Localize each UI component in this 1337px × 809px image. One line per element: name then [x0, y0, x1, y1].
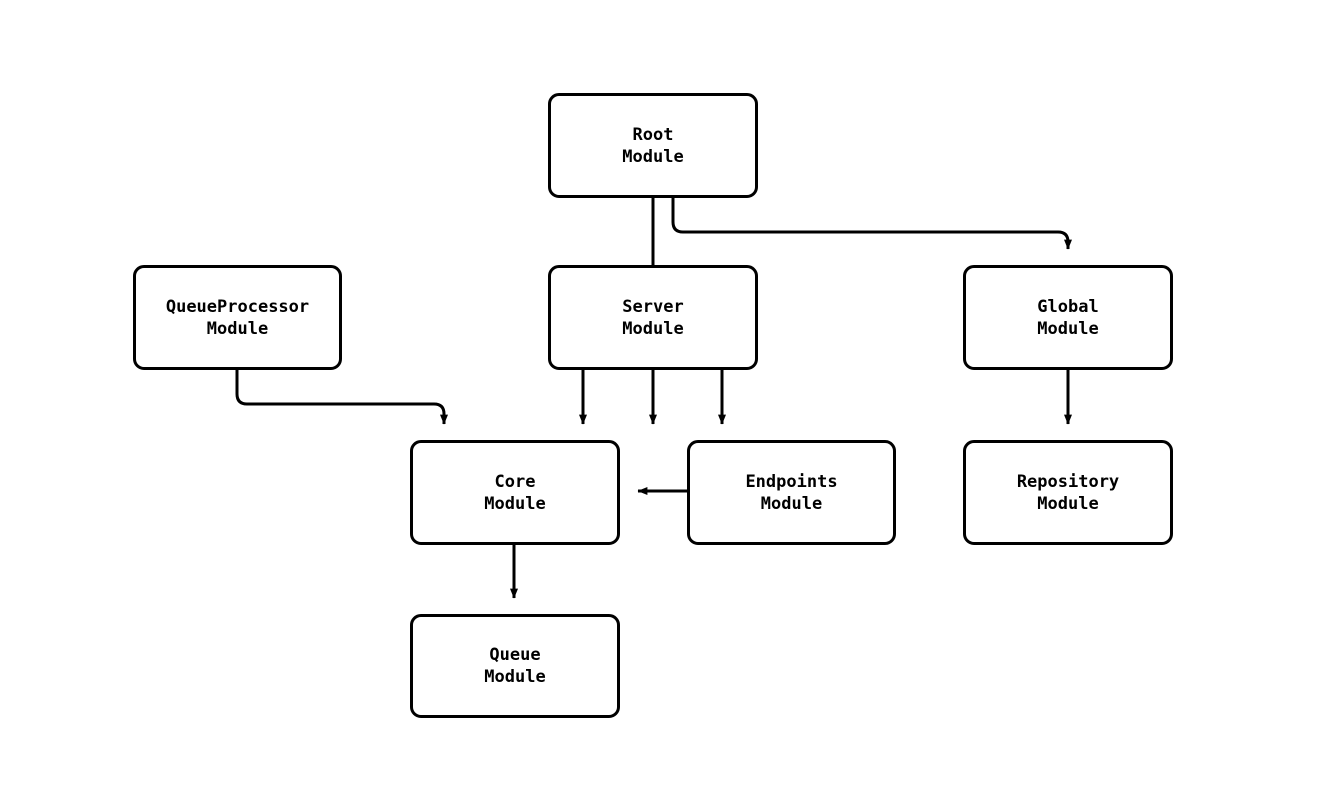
node-server-module-label: Server Module — [622, 296, 684, 339]
node-queue-module[interactable]: Queue Module — [410, 614, 620, 718]
node-queueprocessor-module[interactable]: QueueProcessor Module — [133, 265, 342, 370]
node-root-module[interactable]: Root Module — [548, 93, 758, 198]
node-global-module[interactable]: Global Module — [963, 265, 1173, 370]
node-repository-module[interactable]: Repository Module — [963, 440, 1173, 545]
edge-root-to-global — [671, 198, 1072, 250]
node-global-module-label: Global Module — [1037, 296, 1099, 339]
node-queue-module-label: Queue Module — [484, 645, 546, 687]
node-root-module-label: Root Module — [622, 124, 684, 167]
edge-queueprocessor-to-core — [235, 370, 448, 425]
node-queueprocessor-module-label: QueueProcessor Module — [165, 296, 310, 339]
node-core-module[interactable]: Core Module — [410, 440, 620, 545]
node-server-module[interactable]: Server Module — [548, 265, 758, 370]
node-endpoints-module[interactable]: Endpoints Module — [687, 440, 896, 545]
node-core-module-label: Core Module — [484, 471, 546, 514]
node-repository-module-label: Repository Module — [1016, 471, 1120, 514]
node-endpoints-module-label: Endpoints Module — [745, 471, 838, 514]
